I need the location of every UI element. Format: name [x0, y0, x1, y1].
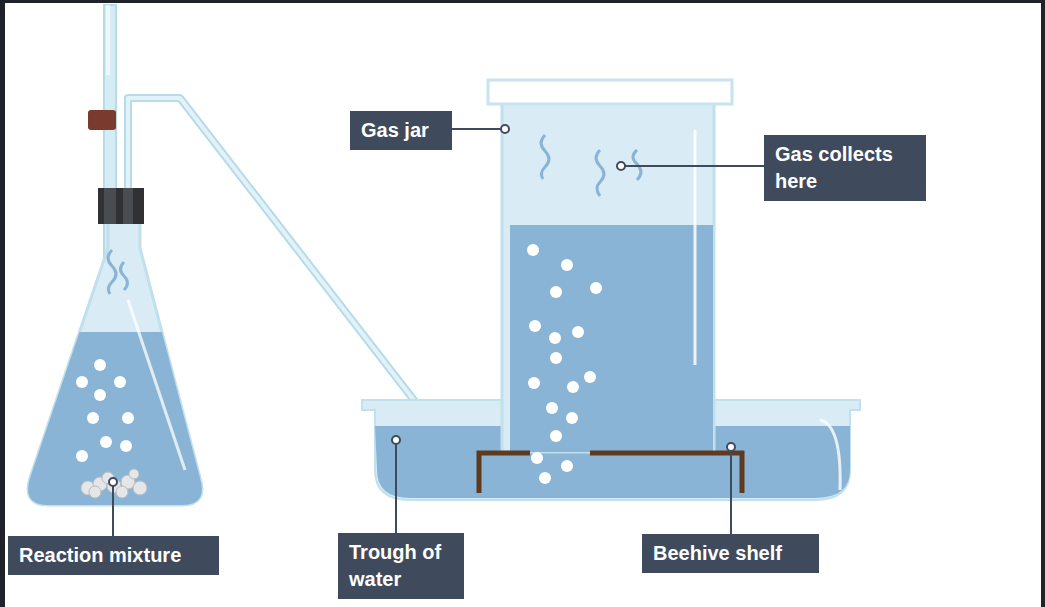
leader-lines	[113, 129, 766, 537]
label-text: Trough of water	[349, 539, 453, 593]
jar-water	[510, 225, 713, 452]
label-text: Gas jar	[361, 117, 441, 144]
leader-dots	[109, 125, 735, 486]
beehive-shelf	[479, 453, 742, 493]
callout-label: Trough of water	[338, 533, 464, 599]
gas-jar	[502, 100, 714, 452]
label-text: Reaction mixture	[19, 542, 208, 569]
callout-label: Reaction mixture	[8, 536, 219, 575]
flask-bubbles	[76, 359, 134, 462]
jar-bubbles	[527, 244, 602, 484]
flask-liquid	[0, 332, 240, 512]
label-text: Gas collects here	[775, 141, 915, 195]
callout-label: Gas jar	[350, 111, 452, 150]
jar-lid	[488, 80, 732, 104]
callout-label: Gas collects here	[764, 135, 926, 201]
callout-label: Beehive shelf	[642, 534, 819, 573]
stopper	[98, 188, 144, 224]
label-text: Beehive shelf	[653, 540, 808, 567]
tap	[88, 110, 116, 130]
